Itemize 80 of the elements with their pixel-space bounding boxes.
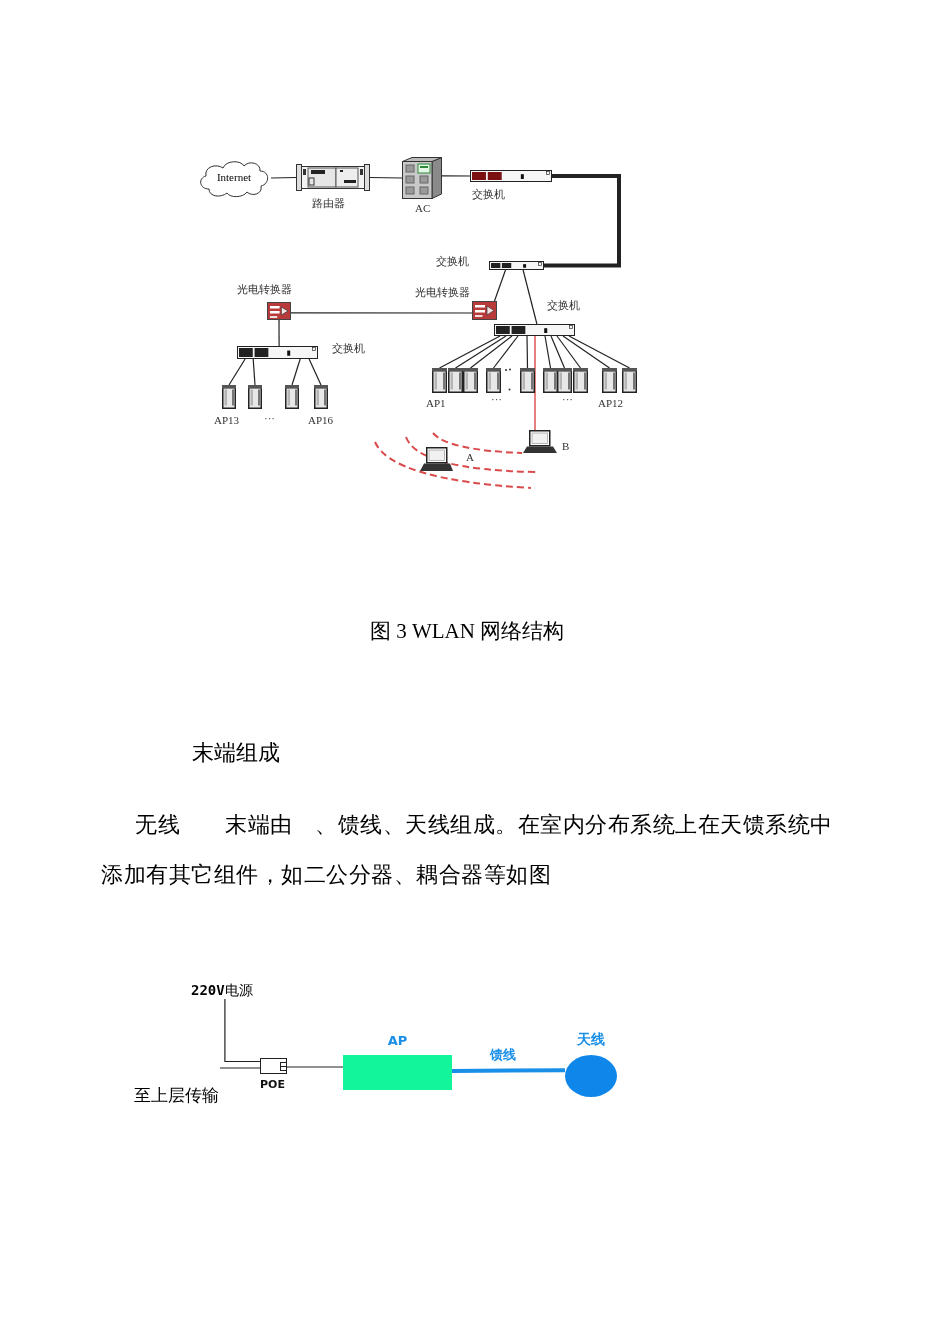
device-label: AP13	[214, 414, 240, 427]
connection-line	[492, 335, 519, 369]
node-heading: AP	[387, 1033, 408, 1049]
internet-cloud	[197, 158, 271, 198]
device-label: A	[466, 451, 474, 464]
access-point-icon	[285, 385, 299, 409]
connection-line	[454, 335, 507, 369]
device-label: AP1	[426, 397, 446, 410]
node-label: 220V电源	[191, 981, 253, 999]
device-label: 交换机	[547, 299, 580, 312]
network-switch-icon	[470, 170, 552, 182]
connection-line	[252, 358, 256, 386]
connection-line	[526, 335, 529, 369]
connection-line	[493, 269, 507, 302]
connection-line	[469, 335, 513, 369]
connection-line	[290, 312, 473, 314]
connection-line	[441, 175, 471, 177]
access-point-icon	[463, 368, 478, 393]
device-label: 路由器	[312, 197, 345, 210]
access-point-icon	[520, 368, 535, 393]
edge-label: 至上层传输	[134, 1085, 219, 1105]
access-point-icon	[622, 368, 637, 393]
access-point-icon	[602, 368, 617, 393]
device-label: POE	[260, 1078, 285, 1091]
access-point-icon	[248, 385, 262, 409]
body-paragraph: 无线 末端由 、馈线、天线组成。在室内分布系统上在天馈系统中添加有其它组件，如二公分器、耦合器等如图	[101, 811, 834, 889]
ellipsis-label: ···	[562, 393, 573, 406]
figure-caption: 图 3 WLAN 网络结构	[369, 618, 565, 644]
device-label: 光电转换器	[237, 283, 292, 296]
connection-line	[522, 269, 538, 325]
ellipsis-label: ···	[264, 412, 275, 425]
device-label: AP12	[598, 397, 624, 410]
connection-line	[228, 358, 246, 386]
connection-line	[562, 335, 611, 369]
network-switch-icon	[489, 261, 544, 270]
connection-line	[438, 335, 501, 369]
laptop-icon	[523, 430, 557, 453]
access-point-icon	[222, 385, 236, 409]
access-point-icon	[573, 368, 588, 393]
server-icon	[402, 157, 442, 199]
access-point-icon	[432, 368, 447, 393]
access-point-icon	[314, 385, 328, 409]
connection-line	[544, 335, 552, 369]
network-switch-icon	[494, 324, 575, 336]
network-switch-icon	[237, 346, 318, 359]
node-label: Internet	[216, 171, 252, 184]
connection-line	[534, 335, 536, 431]
access-point-icon	[557, 368, 572, 393]
media-converter-icon	[472, 301, 497, 320]
poe-injector-box	[260, 1058, 287, 1074]
device-label: AC	[415, 202, 431, 215]
device-label: 光电转换器	[415, 286, 470, 299]
section-heading: 末端组成	[192, 740, 280, 766]
ellipsis-label: ···	[491, 393, 502, 406]
device-label: 交换机	[332, 342, 365, 355]
node-heading: 天线	[577, 1031, 605, 1047]
connection-line	[308, 358, 322, 386]
router-icon	[296, 164, 370, 191]
access-point-icon	[543, 368, 558, 393]
connection-line	[291, 358, 301, 386]
connection-line	[219, 1067, 261, 1069]
connection-line	[544, 174, 621, 268]
connection-line	[556, 335, 582, 369]
connection-line	[224, 998, 261, 1063]
device-label: 交换机	[472, 188, 505, 201]
connection-line	[550, 335, 566, 369]
connection-line	[278, 319, 280, 347]
media-converter-icon	[267, 302, 291, 320]
access-point-icon	[486, 368, 501, 393]
connection-line	[568, 335, 631, 369]
laptop-icon	[420, 447, 453, 471]
connection-line	[286, 1066, 344, 1068]
connection-line	[452, 1068, 565, 1073]
device-label: AP16	[308, 414, 334, 427]
connection-line	[270, 176, 297, 179]
connection-line	[369, 176, 403, 179]
device-label: B	[562, 440, 570, 453]
edge-label: 馈线	[490, 1047, 516, 1063]
device-label: 交换机	[436, 255, 469, 268]
access-point-icon	[448, 368, 463, 393]
